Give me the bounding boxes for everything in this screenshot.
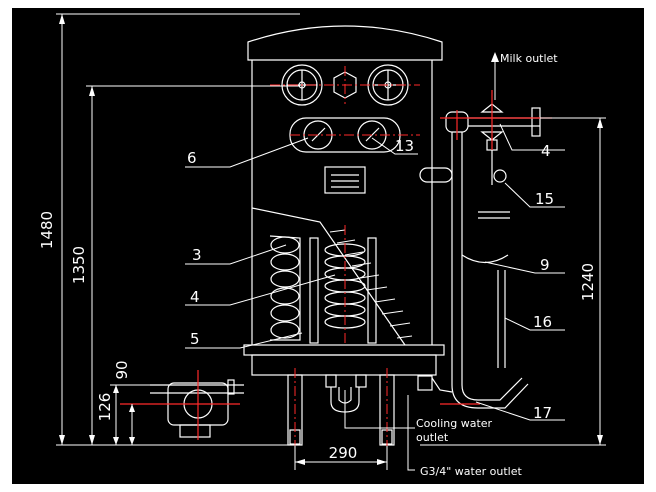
milk-outlet-arrow xyxy=(491,52,499,62)
dim-126: 126 xyxy=(96,393,114,422)
part-16: 16 xyxy=(533,313,552,331)
part-4-right: 4 xyxy=(541,142,551,160)
tank-dome xyxy=(247,25,443,61)
dimension-arrows xyxy=(59,14,603,465)
drawing-background xyxy=(12,8,644,484)
name-plate xyxy=(324,166,366,194)
cooling-water-outlet-label-2: outlet xyxy=(416,431,449,444)
part-17: 17 xyxy=(533,404,552,422)
cooling-water-outlet-label: Cooling water xyxy=(416,417,493,430)
dim-1350: 1350 xyxy=(70,246,88,284)
dim-290: 290 xyxy=(329,444,358,462)
leader-lines xyxy=(185,60,565,471)
cooling-coils xyxy=(269,225,377,345)
outlet-piping xyxy=(417,90,552,409)
part-4-left: 4 xyxy=(190,288,200,306)
dim-1480: 1480 xyxy=(38,211,56,249)
part-15: 15 xyxy=(535,190,554,208)
part-6: 6 xyxy=(187,149,197,167)
tank-body xyxy=(247,25,443,346)
part-5: 5 xyxy=(190,330,200,348)
part-9: 9 xyxy=(540,256,550,274)
water-outlet-label: G3/4" water outlet xyxy=(420,465,522,478)
milk-outlet-label: Milk outlet xyxy=(500,52,558,65)
dim-1240: 1240 xyxy=(579,263,597,301)
part-13: 13 xyxy=(395,137,414,155)
dim-90: 90 xyxy=(113,360,131,379)
part-3: 3 xyxy=(192,246,202,264)
